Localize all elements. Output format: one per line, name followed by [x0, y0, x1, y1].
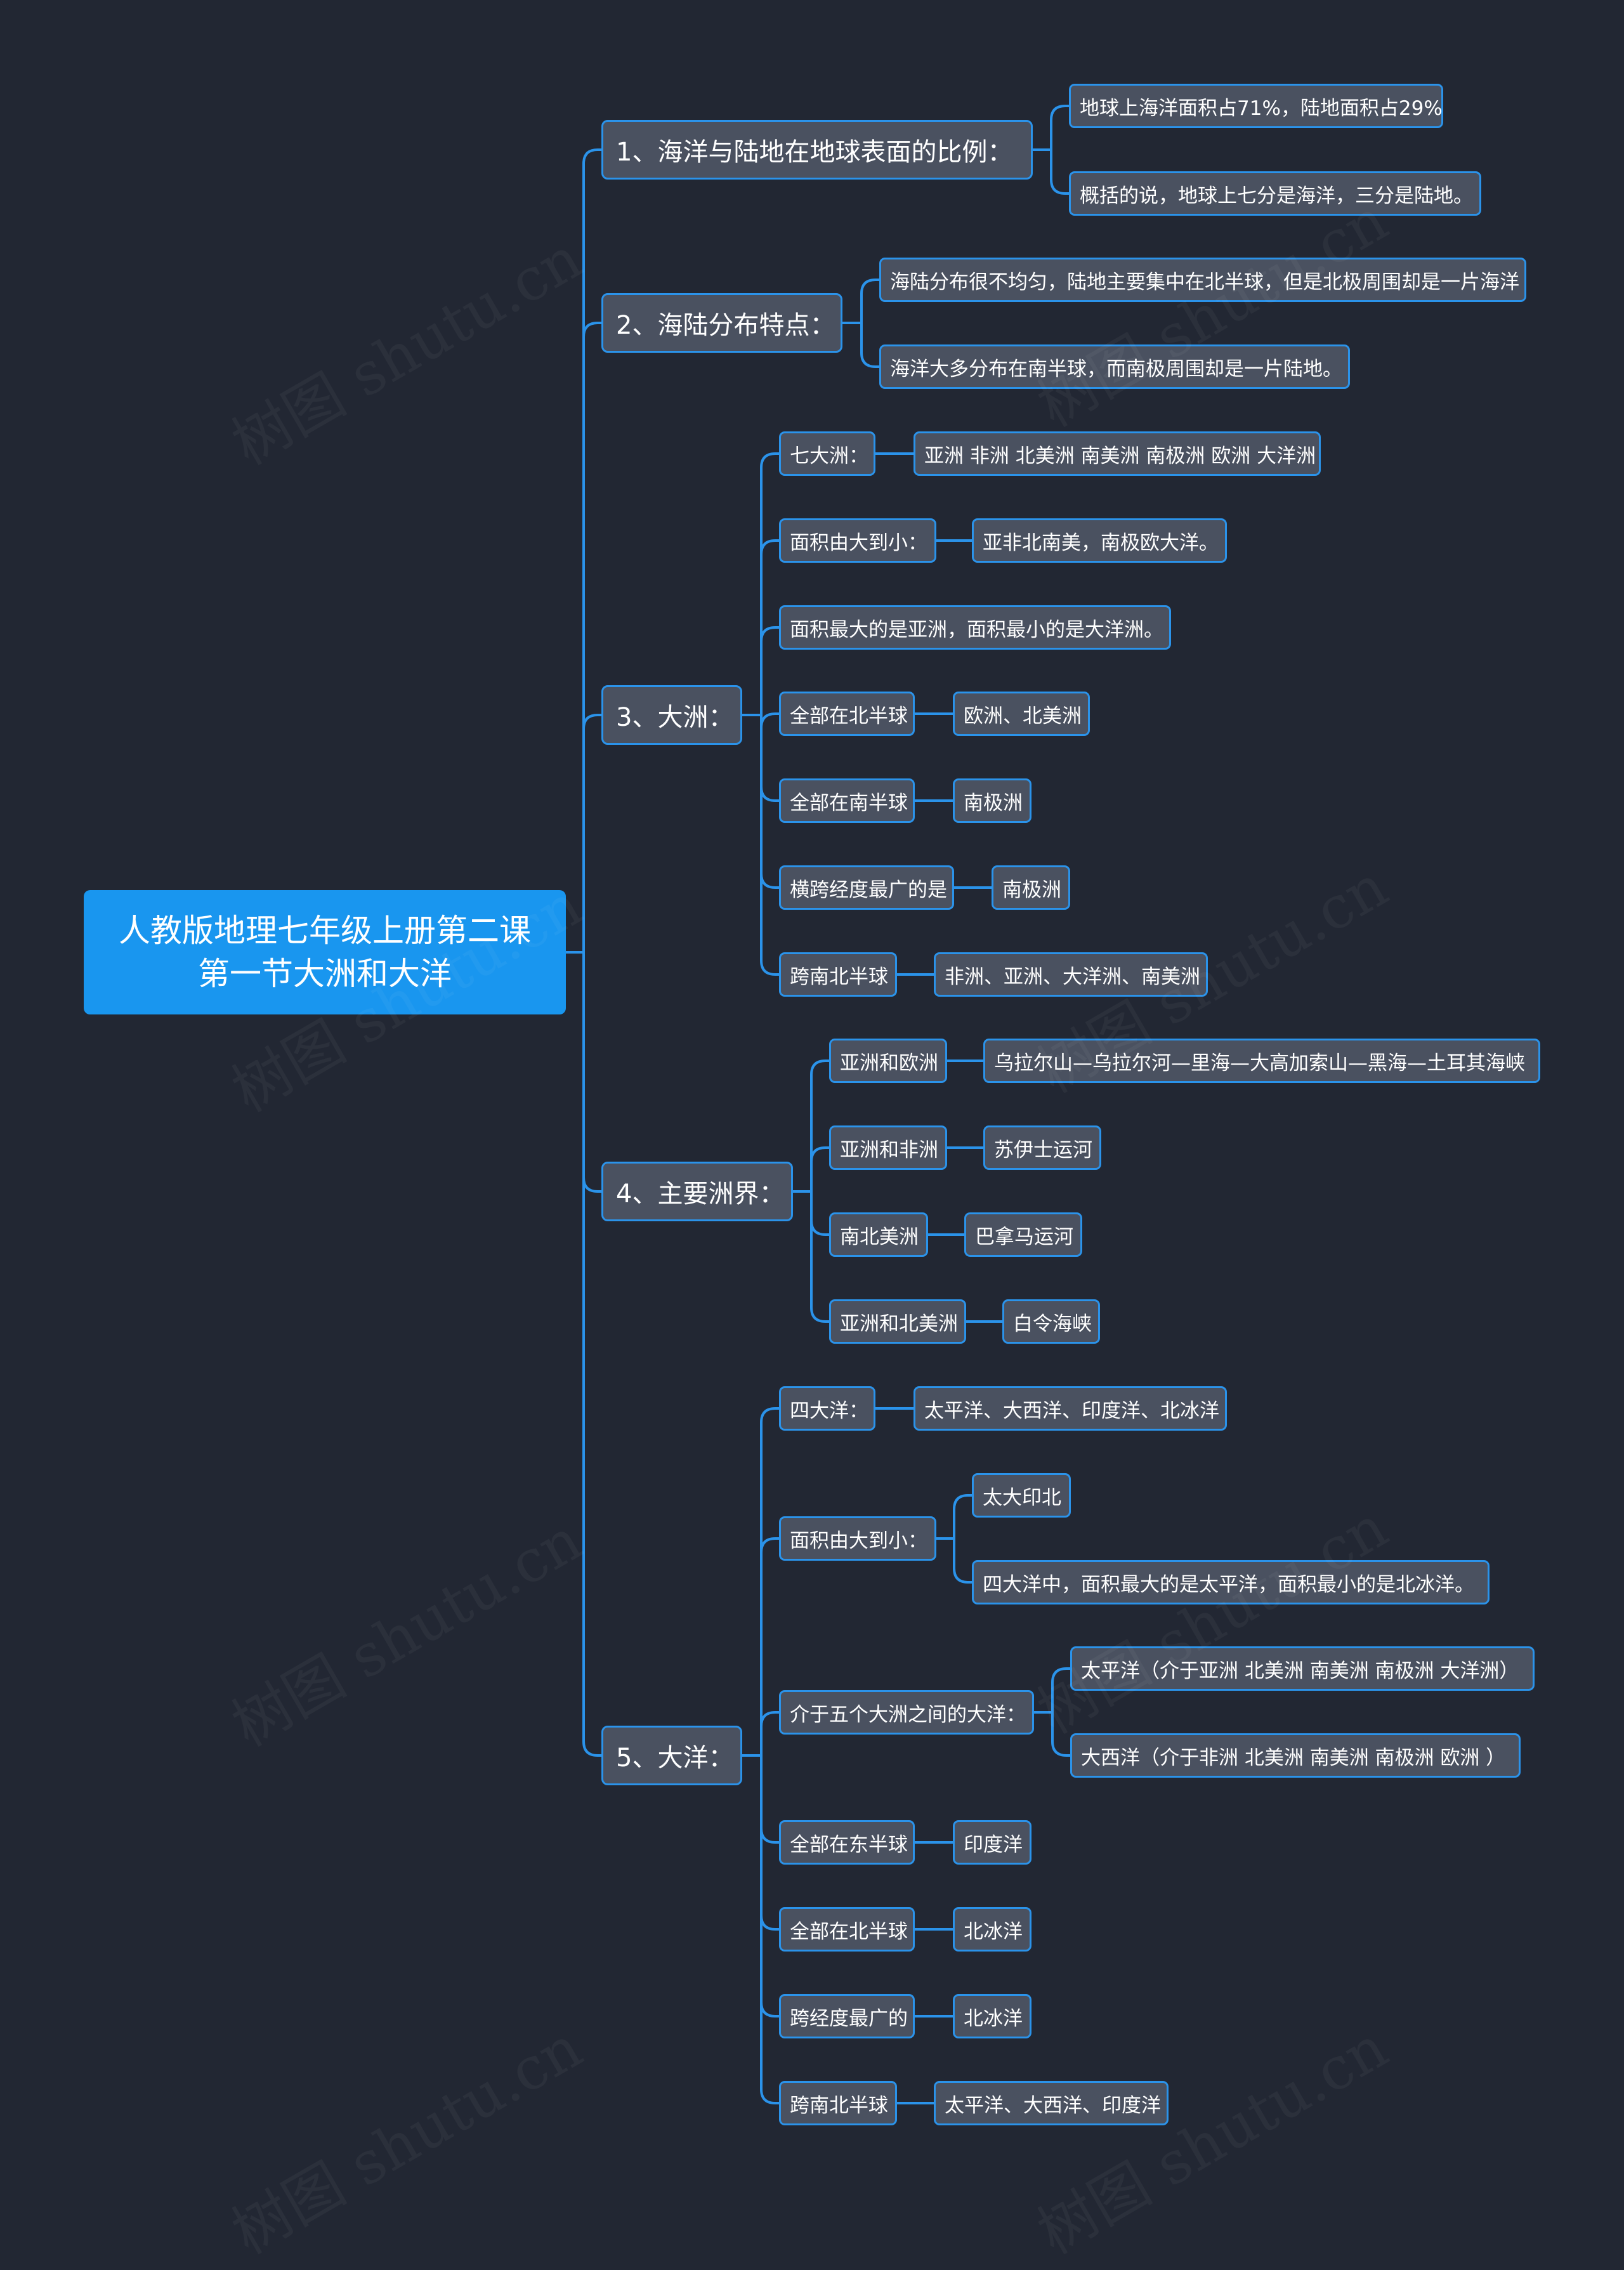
b4-item-3[interactable]: 南北美洲	[829, 1212, 928, 1257]
b2-item-1[interactable]: 海陆分布很不均匀，陆地主要集中在北半球，但是北极周围却是一片海洋	[879, 258, 1526, 302]
branch-link	[760, 1754, 780, 2017]
branch-link	[810, 1060, 830, 1193]
b1-item-1[interactable]: 地球上海洋面积占71%，陆地面积占29%	[1069, 84, 1443, 128]
b3-item-4-detail[interactable]: 欧洲、北美洲	[953, 692, 1090, 736]
b4-item-4[interactable]: 亚洲和北美洲	[829, 1299, 966, 1344]
b3-item-5-detail[interactable]: 南极洲	[953, 778, 1031, 823]
branch-link	[860, 322, 881, 368]
branch-5-node[interactable]: 5、大洋：	[601, 1726, 742, 1785]
b3-item-6[interactable]: 横跨经度最广的是	[779, 865, 954, 910]
b5-item-1-detail[interactable]: 太平洋、大西洋、印度洋、北冰洋	[914, 1386, 1227, 1431]
branch-link	[760, 539, 780, 716]
leaf-link	[953, 1494, 973, 1540]
b4-item-2[interactable]: 亚洲和非洲	[829, 1125, 947, 1170]
b5-item-4[interactable]: 全部在东半球	[779, 1820, 915, 1865]
b4-item-1-detail[interactable]: 乌拉尔山—乌拉尔河—里海—大高加索山—黑海—土耳其海峡	[983, 1039, 1540, 1083]
branch-link	[760, 452, 780, 716]
root-title-line-2: 第一节大洲和大洋	[198, 955, 452, 992]
leaf-link	[1051, 1711, 1071, 1757]
leaf-link	[1051, 1667, 1071, 1714]
b4-item-4-detail[interactable]: 白令海峡	[1002, 1299, 1100, 1344]
b5-item-6[interactable]: 跨经度最广的	[779, 1994, 915, 2038]
branch-link	[760, 1754, 780, 2104]
root-link	[582, 322, 603, 954]
root-title-line-1: 人教版地理七年级上册第二课	[119, 912, 531, 949]
b4-item-2-detail[interactable]: 苏伊士运河	[983, 1125, 1101, 1170]
branch-3-node[interactable]: 3、大洲：	[601, 685, 742, 745]
b5-item-1[interactable]: 四大洋：	[779, 1386, 875, 1431]
branch-link	[860, 279, 881, 324]
branch-link	[1050, 148, 1070, 195]
b3-item-3[interactable]: 面积最大的是亚洲，面积最小的是大洋洲。	[779, 605, 1171, 650]
b3-item-5[interactable]: 全部在南半球	[779, 778, 915, 823]
root-node[interactable]: 人教版地理七年级上册第二课 第一节大洲和大洋	[84, 890, 566, 1014]
b2-item-2[interactable]: 海洋大多分布在南半球，而南极周围却是一片陆地。	[879, 344, 1350, 389]
b3-item-6-detail[interactable]: 南极洲	[992, 865, 1070, 910]
b5-item-5-detail[interactable]: 北冰洋	[953, 1907, 1031, 1952]
root-link	[582, 148, 603, 954]
root-link	[582, 951, 603, 1757]
b5-item-6-detail[interactable]: 北冰洋	[953, 1994, 1031, 2038]
root-title: 人教版地理七年级上册第二课 第一节大洲和大洋	[119, 909, 531, 995]
branch-link	[760, 626, 780, 716]
b5-item-3[interactable]: 介于五个大洲之间的大洋：	[779, 1690, 1034, 1735]
branch-link	[810, 1190, 830, 1236]
branch-link	[760, 1537, 780, 1757]
branch-link	[760, 714, 780, 976]
b5-item-4-detail[interactable]: 印度洋	[953, 1820, 1031, 1865]
b3-item-7[interactable]: 跨南北半球	[779, 952, 897, 997]
mindmap-canvas: 人教版地理七年级上册第二课 第一节大洲和大洋 1、海洋与陆地在地球表面的比例： …	[84, 84, 1540, 2125]
branch-link	[760, 1754, 780, 1844]
branch-4-node[interactable]: 4、主要洲界：	[601, 1162, 793, 1221]
branch-link	[810, 1146, 830, 1193]
branch-link	[760, 1711, 780, 1757]
b5-item-7[interactable]: 跨南北半球	[779, 2081, 897, 2125]
b5-item-5[interactable]: 全部在北半球	[779, 1907, 915, 1952]
branch-link	[1050, 105, 1070, 151]
root-link	[582, 714, 603, 954]
b5-item-7-detail[interactable]: 太平洋、大西洋、印度洋	[934, 2081, 1169, 2125]
b3-item-2-detail[interactable]: 亚非北南美，南极欧大洋。	[972, 518, 1227, 563]
b4-item-1[interactable]: 亚洲和欧洲	[829, 1039, 947, 1083]
b5-item-2-detail-1[interactable]: 太大印北	[972, 1473, 1071, 1518]
b5-item-2[interactable]: 面积由大到小：	[779, 1516, 936, 1561]
branch-link	[760, 1407, 780, 1757]
root-link	[582, 951, 603, 1193]
b5-item-3-detail-1[interactable]: 太平洋（介于亚洲 北美洲 南美洲 南极洲 大洋洲）	[1070, 1646, 1535, 1691]
b4-item-3-detail[interactable]: 巴拿马运河	[964, 1212, 1082, 1257]
branch-link	[810, 1190, 830, 1323]
branch-1-node[interactable]: 1、海洋与陆地在地球表面的比例：	[601, 120, 1033, 180]
leaf-link	[953, 1537, 973, 1584]
connector-lines	[565, 105, 1071, 2104]
branch-link	[760, 712, 780, 728]
b3-item-1-detail[interactable]: 亚洲 非洲 北美洲 南美洲 南极洲 欧洲 大洋洲	[914, 431, 1321, 476]
b3-item-7-detail[interactable]: 非洲、亚洲、大洋洲、南美洲	[934, 952, 1208, 997]
b3-item-4[interactable]: 全部在北半球	[779, 692, 915, 736]
b3-item-1[interactable]: 七大洲：	[779, 431, 875, 476]
b5-item-3-detail-2[interactable]: 大西洋（介于非洲 北美洲 南美洲 南极洲 欧洲 ）	[1070, 1733, 1521, 1778]
branch-2-node[interactable]: 2、海陆分布特点：	[601, 293, 842, 353]
branch-link	[760, 714, 780, 802]
b3-item-2[interactable]: 面积由大到小：	[779, 518, 936, 563]
b1-item-2[interactable]: 概括的说，地球上七分是海洋，三分是陆地。	[1069, 171, 1481, 216]
b5-item-2-detail-2[interactable]: 四大洋中，面积最大的是太平洋，面积最小的是北冰洋。	[972, 1560, 1490, 1604]
